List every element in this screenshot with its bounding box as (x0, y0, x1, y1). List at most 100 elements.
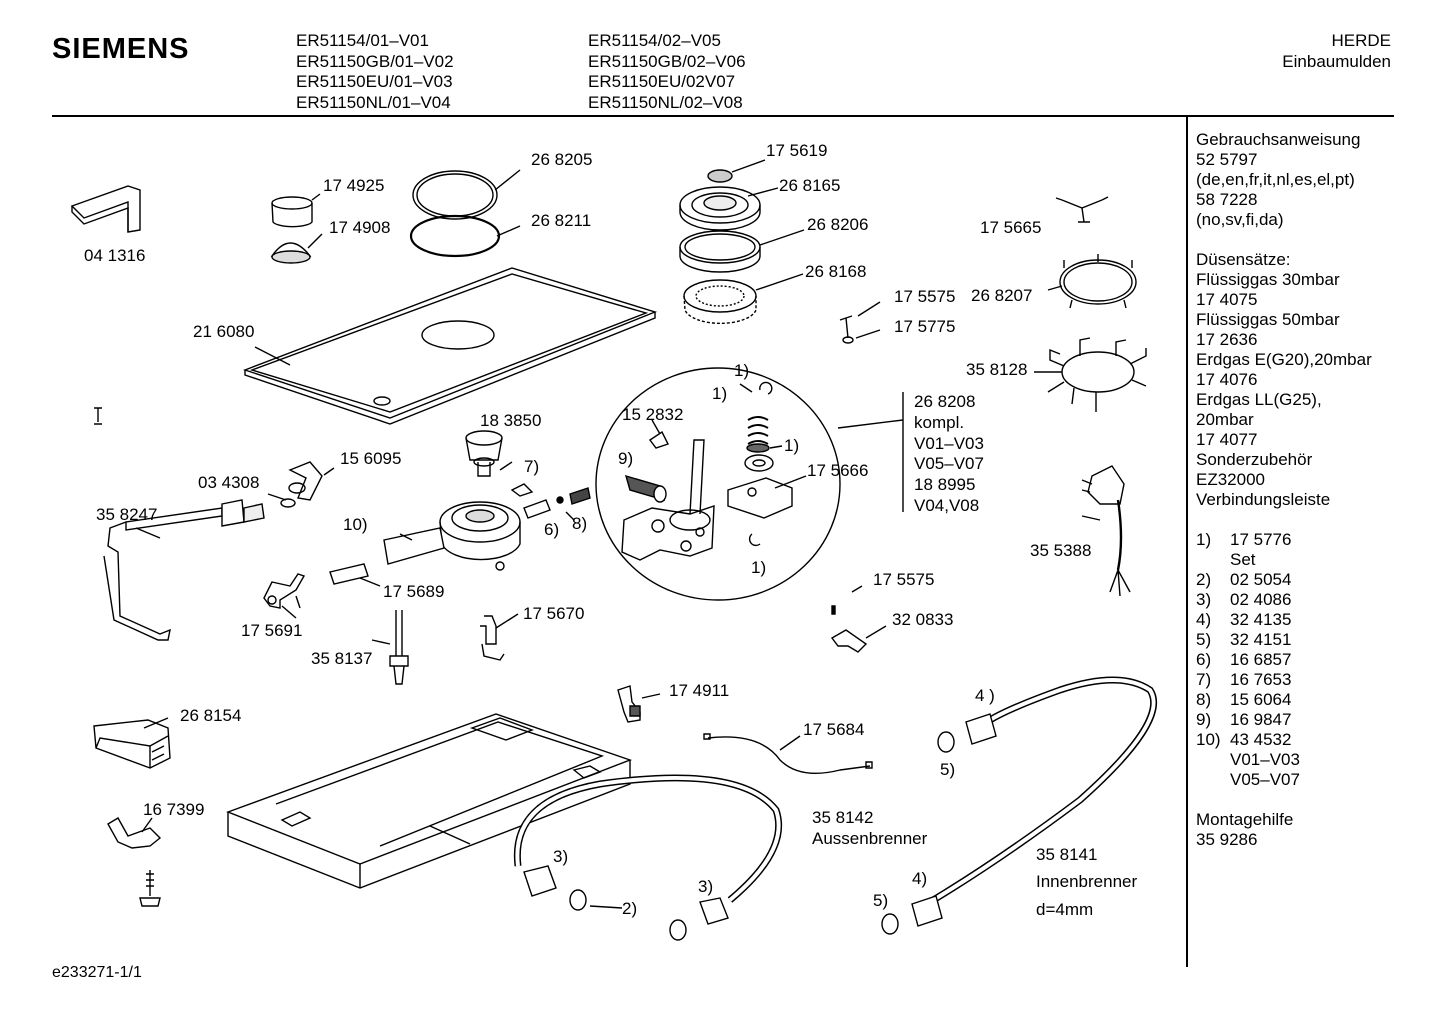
pan-support-grate-part (1034, 338, 1146, 412)
model-number: ER51154/02–V05 (588, 31, 721, 50)
part-number-label: 15 6095 (340, 449, 402, 468)
sidebar-line: EZ32000 (1196, 470, 1265, 489)
cooktop-plate-part (245, 268, 655, 424)
footnote-part-number: 32 4151 (1230, 630, 1292, 649)
part-number-label: 35 5388 (1030, 541, 1092, 560)
model-number: ER51150NL/02–V08 (588, 93, 743, 113)
gas-hose-outer-part (517, 778, 778, 940)
l-key-tool-part (72, 186, 140, 232)
part-number-label: 17 5619 (766, 141, 828, 160)
sidebar-line: 58 7228 (1196, 190, 1258, 209)
footnote-part-row: 2)02 5054 (1196, 570, 1372, 590)
part-number-label: 17 4925 (323, 176, 385, 195)
sidebar-line: 17 2636 (1196, 330, 1258, 349)
part-number-label: 17 5575 (894, 287, 956, 306)
kit-line: 26 8208 (914, 392, 976, 411)
burner-dome-part (272, 234, 322, 263)
gas-inlet-pipe-part (104, 500, 264, 640)
footnote-part-number: 02 4086 (1230, 590, 1292, 609)
footnote-part-row: 1) 17 5776 (1196, 530, 1372, 550)
footnote-number: 9) (1196, 710, 1212, 729)
footnote-number: 1) (1196, 530, 1212, 549)
burner-ring-part (680, 230, 804, 272)
model-number: ER51150EU/01–V03 (296, 72, 453, 92)
ignition-switch-part (618, 686, 660, 722)
bracket-part (832, 586, 886, 652)
footnote-marker: 3) (553, 847, 569, 866)
footnote-number: 6) (1196, 650, 1212, 669)
footnote-part-number: Set (1230, 550, 1256, 569)
part-number-label: 26 8211 (531, 211, 592, 230)
part-number-label: 17 4908 (329, 218, 391, 237)
footnote-marker: 6) (544, 520, 560, 539)
part-number-label: 21 6080 (193, 322, 255, 341)
footnote-part-number: 02 5054 (1230, 570, 1292, 589)
burner-cap-small-part (272, 194, 320, 227)
footnote-part-number: 17 5776 (1230, 530, 1292, 549)
footnote-part-row: V05–V07 (1196, 770, 1372, 790)
sidebar-line: (no,sv,fi,da) (1196, 210, 1284, 229)
part-number-label: 17 5665 (980, 218, 1042, 237)
footnote-part-row: 4)32 4135 (1196, 610, 1372, 630)
footnote-marker: 5) (873, 891, 889, 910)
footnote-part-row: Set (1196, 550, 1372, 570)
model-number: ER51150NL/01–V04 (296, 93, 451, 113)
sidebar-line: Montagehilfe (1196, 810, 1294, 829)
document-code: e233271-1/1 (52, 964, 142, 981)
model-list-1: ER51154/01–V01 ER51150GB/01–V02 ER51150E… (296, 31, 454, 114)
part-number-label: 17 5684 (803, 720, 865, 739)
part-number-label: 17 5689 (383, 582, 445, 601)
footnote-part-row: 8)15 6064 (1196, 690, 1372, 710)
hose-description: Aussenbrenner (812, 829, 928, 848)
clip-part (650, 432, 760, 545)
footnote-part-number: V05–V07 (1230, 770, 1300, 789)
leader-lines (268, 384, 782, 618)
footnote-marker: 1) (751, 558, 767, 577)
footnote-part-number: 32 4135 (1230, 610, 1292, 629)
sidebar-line: 17 4077 (1196, 430, 1258, 449)
sidebar-line: 20mbar (1196, 410, 1254, 429)
valve-body-part (728, 476, 806, 518)
footnote-marker: 1) (712, 384, 728, 403)
footnote-marker: 9) (618, 449, 634, 468)
base-tray-part (228, 714, 630, 888)
sidebar-line: 17 4076 (1196, 370, 1258, 389)
category-line: Einbaumulden (1282, 51, 1391, 71)
footnote-part-number: 16 7653 (1230, 670, 1292, 689)
part-number-label: 17 4911 (669, 681, 730, 700)
footnote-marker: 4) (912, 869, 928, 888)
footnote-marker: 10) (343, 515, 368, 534)
hose-dimension: d=4mm (1036, 900, 1094, 919)
product-category: HERDE Einbaumulden (1282, 31, 1391, 72)
mounting-screw-part (94, 408, 160, 906)
part-number-label: 03 4308 (198, 473, 260, 492)
power-cord-part (1082, 466, 1130, 596)
sidebar-line: Erdgas E(G20),20mbar (1196, 350, 1372, 369)
part-number-label: 15 2832 (622, 405, 684, 424)
footnote-part-row: 9)16 9847 (1196, 710, 1372, 730)
burner-crown-part (684, 274, 803, 323)
seal-ring-part (413, 170, 520, 219)
sidebar-line: 35 9286 (1196, 830, 1258, 849)
mounting-clip-part (108, 818, 160, 848)
electrode-bracket-part (264, 574, 304, 608)
seal-ring-part (411, 216, 520, 256)
sidebar-line: (de,en,fr,it,nl,es,el,pt) (1196, 170, 1355, 189)
footnote-part-row: 7)16 7653 (1196, 670, 1372, 690)
part-number-label: 35 8137 (311, 649, 373, 668)
part-number-label: 17 5666 (807, 461, 869, 480)
burner-cap-part (708, 160, 765, 182)
part-number-label: 26 8207 (971, 286, 1033, 305)
model-number: ER51150GB/01–V02 (296, 51, 454, 71)
spring-part (747, 382, 772, 452)
footnote-marker: 4 ) (975, 686, 995, 705)
part-number-label: 26 8165 (779, 176, 841, 195)
sidebar-line: Erdgas LL(G25), (1196, 390, 1322, 409)
footnote-part-row: 10)43 4532 (1196, 730, 1372, 750)
bracket-7-part (512, 484, 532, 496)
brand-logo: SIEMENS (52, 33, 190, 65)
support-ring-part (1048, 254, 1136, 308)
assembly-kit-label: 26 8208 kompl. V01–V03 V05–V07 18 8995 V… (914, 392, 984, 517)
footnote-part-number: 15 6064 (1230, 690, 1292, 709)
